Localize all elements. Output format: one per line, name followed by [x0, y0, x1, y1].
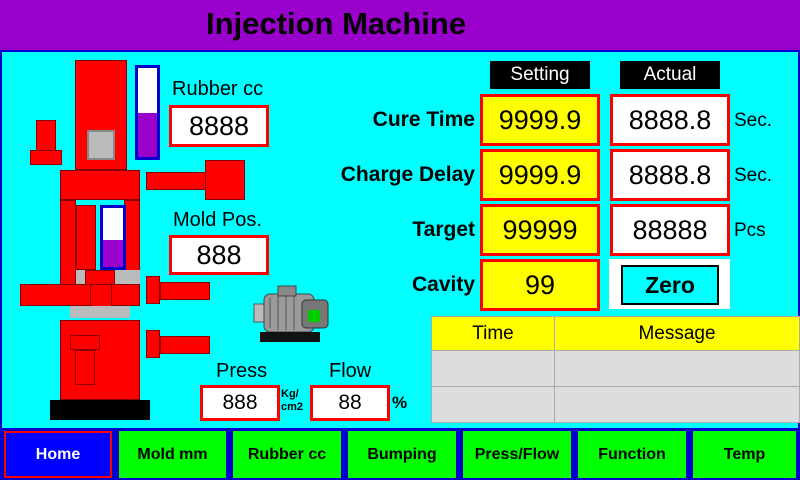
actual-header: Actual [620, 61, 720, 89]
rubber-level-fill [138, 112, 157, 157]
table-row[interactable] [431, 350, 800, 387]
nav-rubber-cc-button[interactable]: Rubber cc [233, 431, 341, 478]
press-value: 888 [200, 385, 280, 421]
mold-pos-value: 888 [169, 235, 269, 275]
nav-press-flow-button[interactable]: Press/Flow [463, 431, 571, 478]
nav-bumping-button[interactable]: Bumping [348, 431, 456, 478]
flow-value: 88 [310, 385, 390, 421]
log-header-row: Time Message [431, 316, 800, 351]
cure-time-unit: Sec. [734, 110, 773, 131]
cavity-label: Cavity [411, 273, 475, 296]
setting-header: Setting [490, 61, 590, 89]
log-cell [554, 386, 800, 423]
mold-level-fill [103, 240, 123, 267]
nav-temp-button[interactable]: Temp [693, 431, 796, 478]
cure-time-label: Cure Time [372, 108, 475, 131]
log-col-message: Message [554, 316, 800, 351]
log-cell [431, 350, 555, 387]
charge-delay-actual: 8888.8 [610, 149, 730, 201]
cure-time-setting[interactable]: 9999.9 [480, 94, 600, 146]
rubber-cc-value: 8888 [169, 105, 269, 147]
nav-function-button[interactable]: Function [578, 431, 686, 478]
log-cell [554, 350, 800, 387]
machine-illustration [0, 0, 250, 428]
cure-time-actual: 8888.8 [610, 94, 730, 146]
mold-pos-label: Mold Pos. [173, 209, 262, 231]
flow-unit: % [392, 393, 408, 412]
motor-icon [253, 285, 329, 342]
message-log-table: Time Message [431, 316, 800, 423]
target-unit: Pcs [734, 220, 766, 241]
press-unit: Kg/ cm2 [281, 388, 304, 413]
cavity-setting[interactable]: 99 [480, 259, 600, 311]
press-label: Press [216, 360, 268, 382]
mold-level-gauge [100, 205, 126, 270]
rubber-level-gauge [135, 65, 160, 160]
target-setting[interactable]: 99999 [480, 204, 600, 256]
log-col-time: Time [431, 316, 555, 351]
title-bar [0, 0, 800, 50]
charge-delay-unit: Sec. [734, 165, 773, 186]
nav-mold-mm-button[interactable]: Mold mm [119, 431, 226, 478]
flow-label: Flow [329, 360, 372, 382]
zero-button[interactable]: Zero [621, 265, 719, 305]
target-label: Target [412, 218, 475, 241]
rubber-cc-label: Rubber cc [172, 78, 264, 100]
main-panel [0, 50, 800, 428]
log-cell [431, 386, 555, 423]
table-row[interactable] [431, 386, 800, 423]
charge-delay-label: Charge Delay [340, 163, 475, 186]
nav-home-button[interactable]: Home [4, 431, 112, 478]
target-actual: 88888 [610, 204, 730, 256]
page-title: Injection Machine [206, 6, 467, 41]
charge-delay-setting[interactable]: 9999.9 [480, 149, 600, 201]
